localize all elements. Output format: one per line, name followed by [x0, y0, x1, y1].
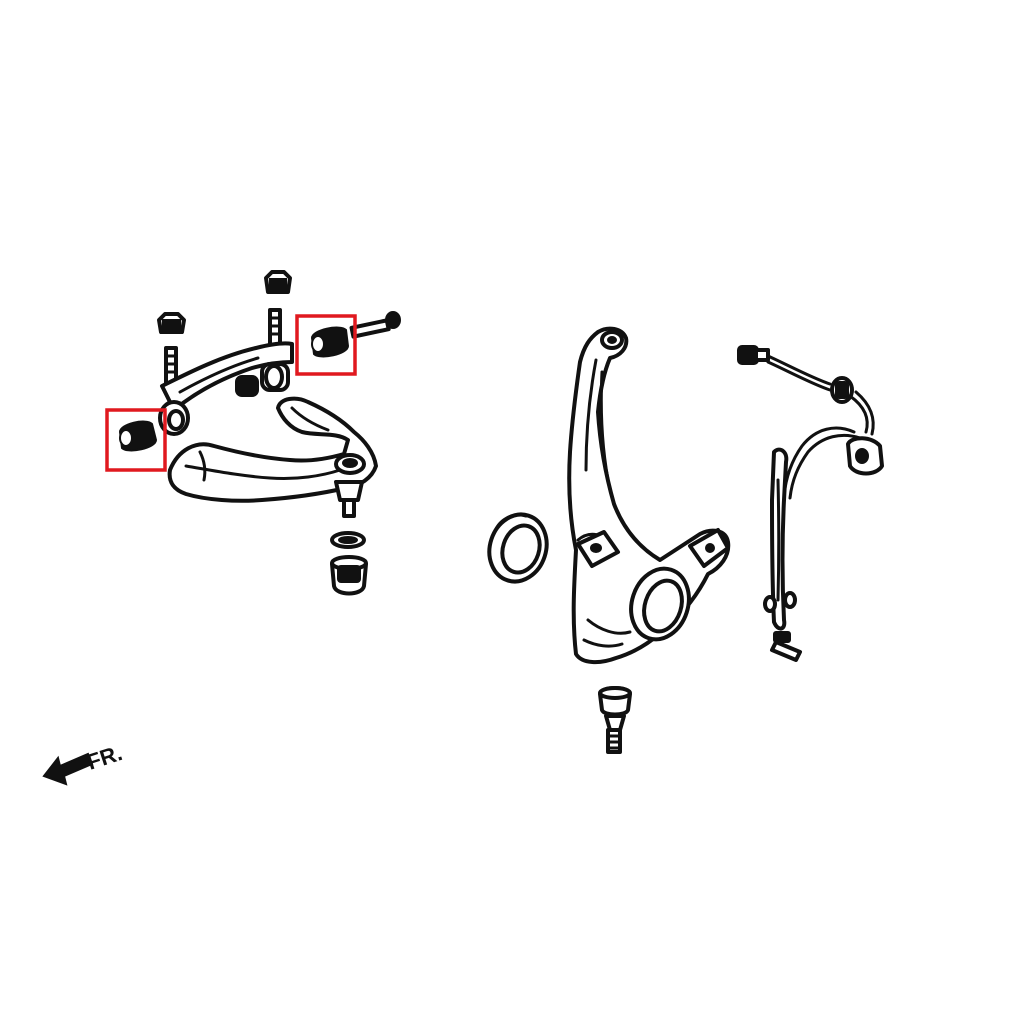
harness-mid-clips — [763, 591, 797, 613]
steering-knuckle — [567, 326, 731, 665]
front-direction-arrow — [42, 752, 94, 786]
control-arm-bushing-rear — [295, 314, 357, 376]
lower-ball-joint-stud — [598, 686, 632, 754]
hub-seal-ring — [487, 512, 549, 584]
shaft-end-left — [158, 400, 190, 436]
front-direction-label: FR. — [84, 740, 125, 775]
ball-joint — [334, 480, 364, 518]
ball-joint-boot-ring — [330, 531, 366, 549]
control-arm-bushing-front — [105, 408, 167, 472]
nut-right — [264, 270, 292, 294]
front-direction-indicator: FR. — [42, 740, 125, 786]
upper-control-arm-assembly — [105, 270, 401, 596]
harness-connector — [737, 345, 770, 365]
stud-left — [164, 346, 178, 392]
nut-left — [157, 312, 186, 334]
ball-joint-boot — [330, 555, 368, 596]
shaft-spacer — [260, 362, 290, 392]
harness-clip — [846, 436, 884, 476]
bolt-right — [349, 311, 401, 339]
harness-grommet — [830, 376, 854, 404]
small-bushing — [235, 375, 259, 397]
highlight-box-rear — [295, 314, 357, 376]
abs-sensor-harness — [737, 345, 884, 662]
harness-bracket-bottom — [770, 631, 802, 662]
highlight-box-front — [105, 408, 167, 472]
arm-mounting-shaft — [160, 341, 294, 412]
